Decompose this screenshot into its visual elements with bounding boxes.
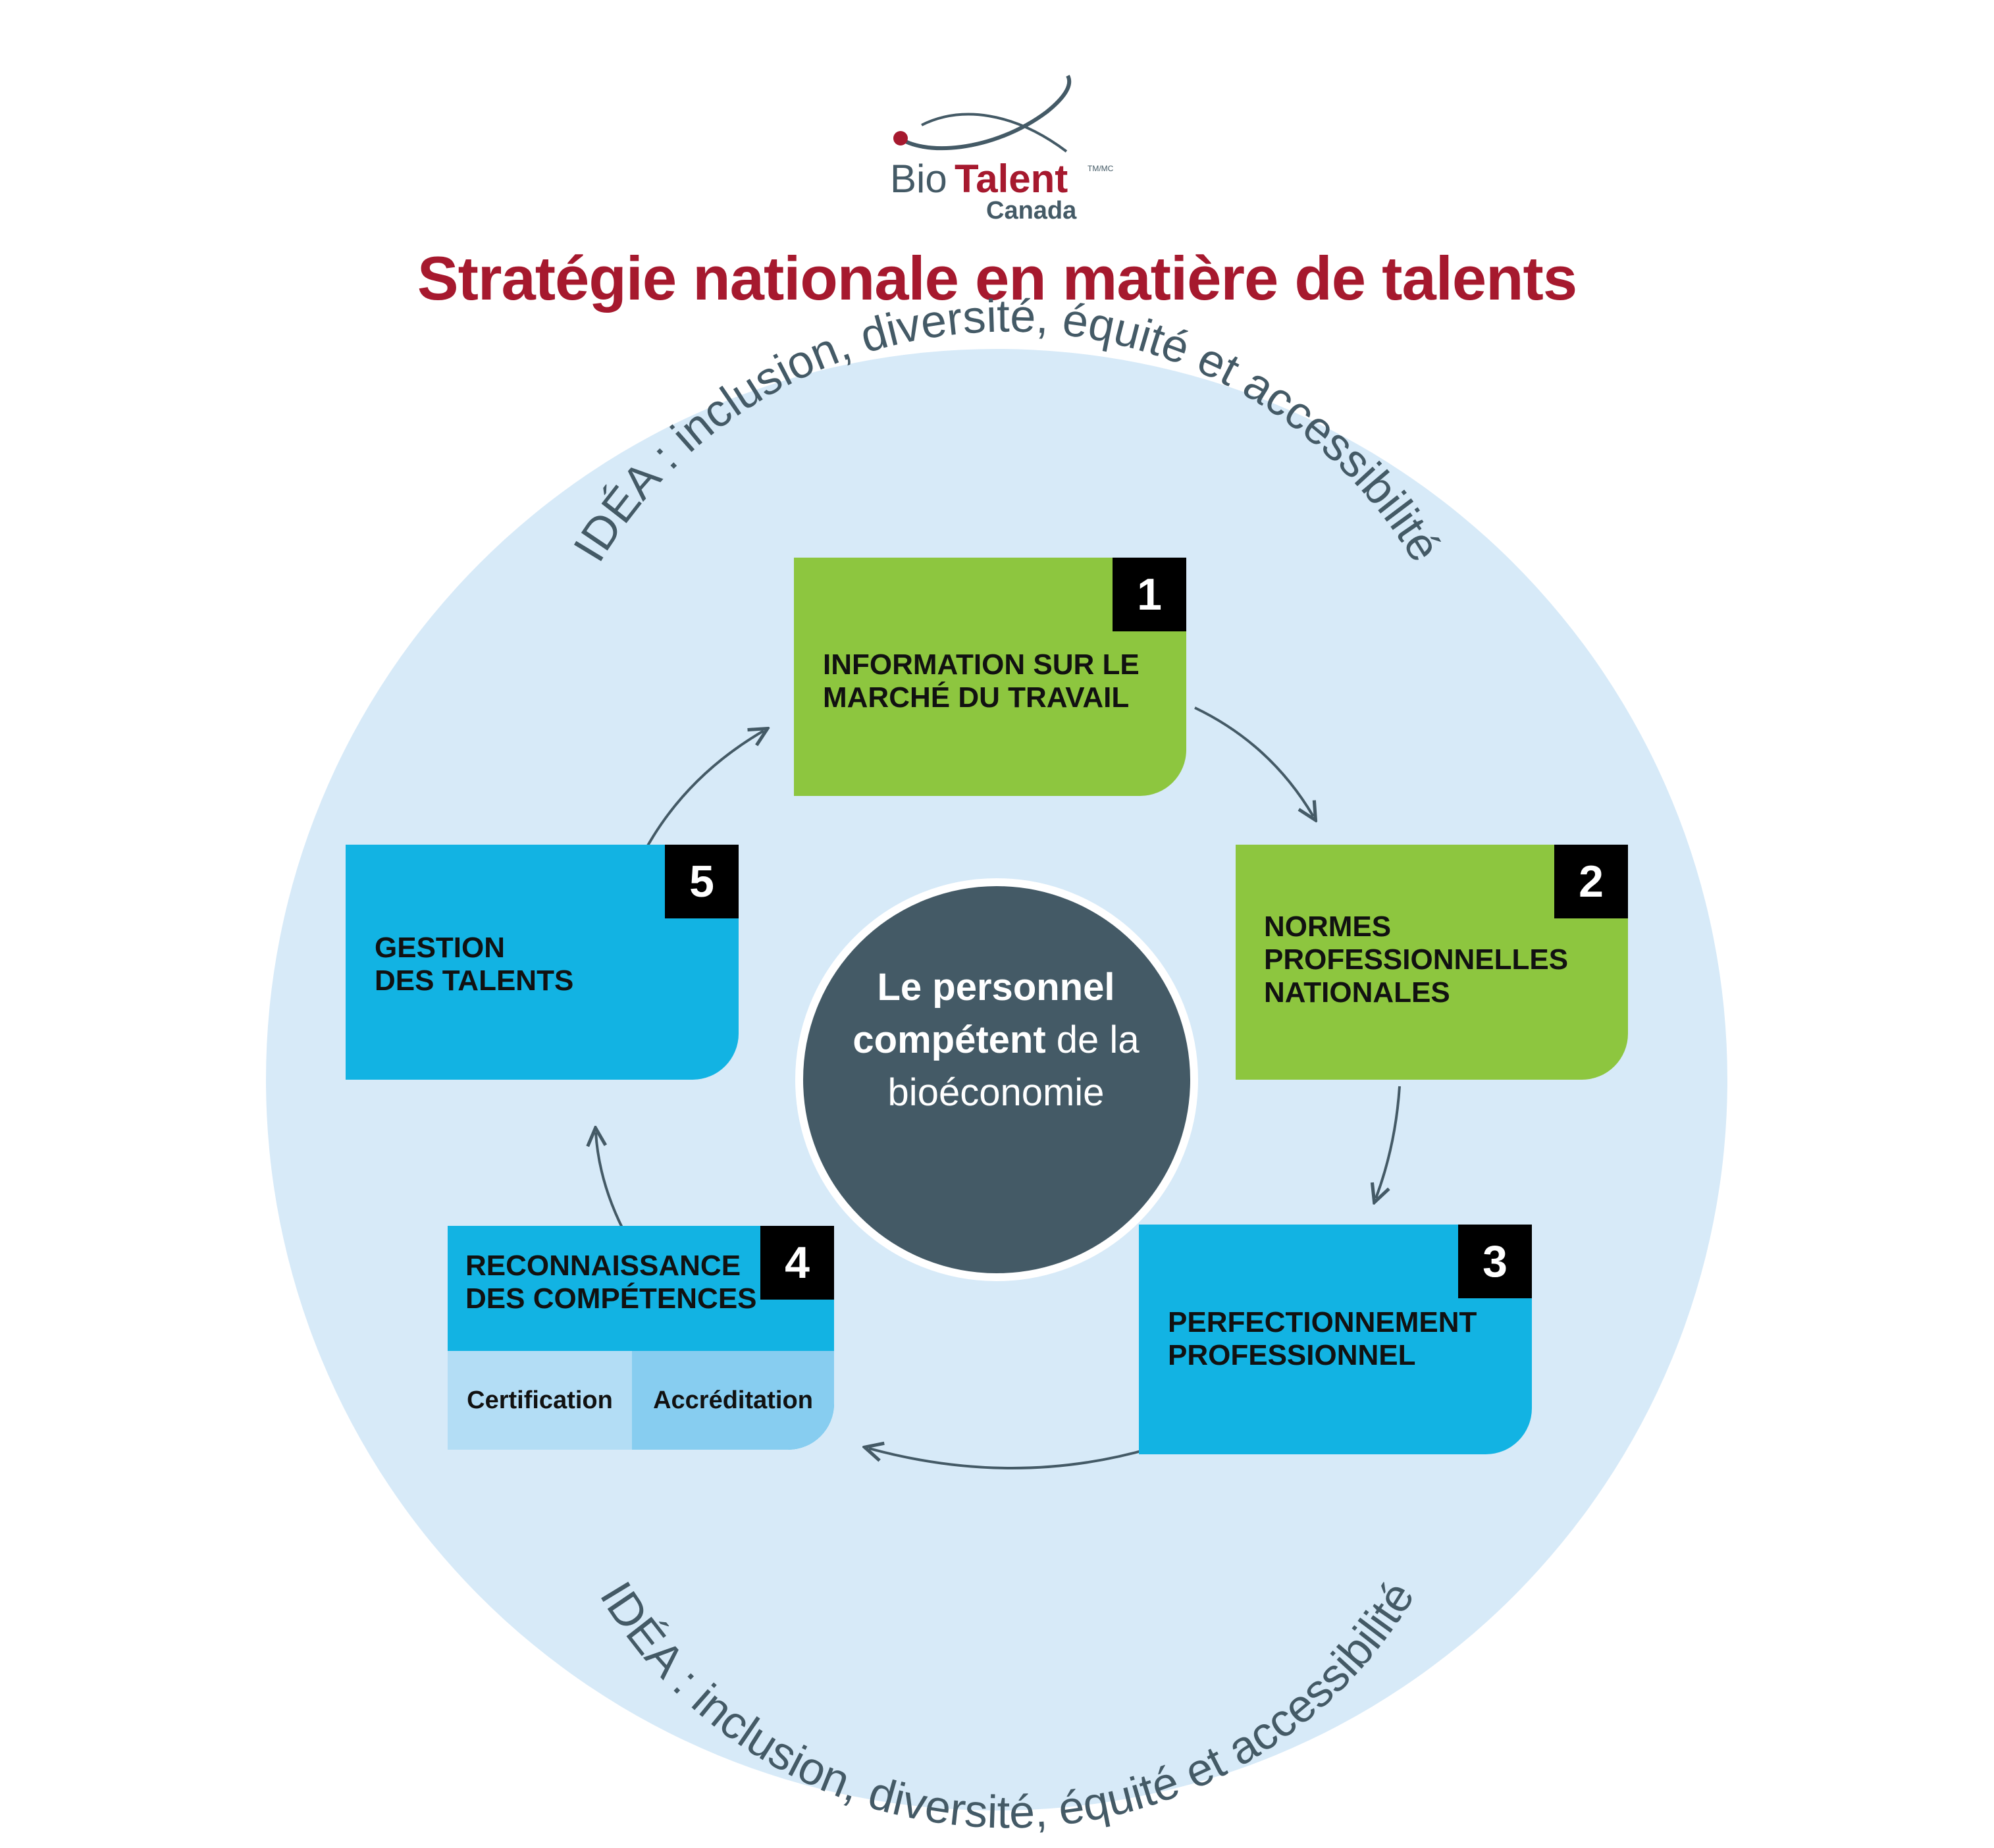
- step-1-number: 1: [1113, 558, 1186, 631]
- step-4-line-2: DES COMPÉTENCES: [465, 1282, 757, 1315]
- logo-canada: Canada: [986, 197, 1077, 224]
- logo-bio: Bio: [890, 157, 947, 201]
- step-1-box: 1 INFORMATION SUR LE MARCHÉ DU TRAVAIL: [794, 558, 1186, 796]
- page-title: Stratégie nationale en matière de talent…: [417, 244, 1577, 313]
- logo-trademark: TM/MC: [1088, 164, 1114, 173]
- step-4-line-1: RECONNAISSANCE: [465, 1250, 741, 1282]
- arrow-2-to-3: [1376, 1086, 1401, 1198]
- step-2-label: NORMES PROFESSIONNELLES NATIONALES: [1264, 911, 1568, 1009]
- step-3-line-1: PERFECTIONNEMENT: [1168, 1306, 1477, 1338]
- step-2-line-1: NORMES: [1264, 911, 1392, 943]
- center-label: Le personnel compétent de la bioéconomie: [808, 961, 1184, 1119]
- step-4-number: 4: [760, 1226, 834, 1300]
- step-3-number: 3: [1458, 1225, 1532, 1298]
- biotalent-logo: Bio Talent TM/MC Canada: [890, 74, 1114, 224]
- step-3-box: 3 PERFECTIONNEMENT PROFESSIONNEL: [1139, 1225, 1532, 1454]
- step-4-box: 4 RECONNAISSANCE DES COMPÉTENCES Certifi…: [448, 1226, 834, 1450]
- center-line-2-bold: compétent: [853, 1018, 1046, 1061]
- step-1-line-2: MARCHÉ DU TRAVAIL: [823, 681, 1130, 714]
- center-line-2-rest: de la: [1045, 1018, 1140, 1061]
- step-3-line-2: PROFESSIONNEL: [1168, 1339, 1416, 1371]
- step-3-label: PERFECTIONNEMENT PROFESSIONNEL: [1168, 1306, 1477, 1372]
- logo-dot: [893, 131, 908, 145]
- center-circle: [795, 878, 1198, 1281]
- step-5-box: 5 GESTION DES TALENTS: [346, 845, 739, 1080]
- logo-swoosh: [894, 74, 1072, 151]
- step-5-line-1: GESTION: [375, 932, 506, 964]
- step-2-line-3: NATIONALES: [1264, 976, 1450, 1009]
- step-5-line-2: DES TALENTS: [375, 964, 574, 997]
- step-2-line-2: PROFESSIONNELLES: [1264, 943, 1569, 976]
- step-2-box: 2 NORMES PROFESSIONNELLES NATIONALES: [1236, 845, 1628, 1080]
- center-line-3: bioéconomie: [887, 1071, 1105, 1114]
- arrow-5-to-1: [643, 731, 764, 853]
- step-4-certification: Certification: [448, 1351, 632, 1450]
- step-2-number: 2: [1554, 845, 1628, 918]
- arrow-4-to-5: [596, 1132, 629, 1238]
- step-5-label: GESTION DES TALENTS: [375, 932, 573, 997]
- step-1-label: INFORMATION SUR LE MARCHÉ DU TRAVAIL: [823, 648, 1140, 714]
- logo-talent: Talent: [955, 157, 1068, 201]
- arrow-1-to-2: [1194, 706, 1313, 816]
- step-4-label: RECONNAISSANCE DES COMPÉTENCES: [465, 1250, 757, 1315]
- logo-swoosh-lower: [921, 113, 1068, 153]
- step-5-number: 5: [665, 845, 739, 918]
- step-1-line-1: INFORMATION SUR LE: [823, 648, 1140, 681]
- step-4-accreditation: Accréditation: [632, 1351, 834, 1450]
- center-line-1: Le personnel: [877, 966, 1115, 1009]
- arrow-3-to-4: [869, 1448, 1151, 1469]
